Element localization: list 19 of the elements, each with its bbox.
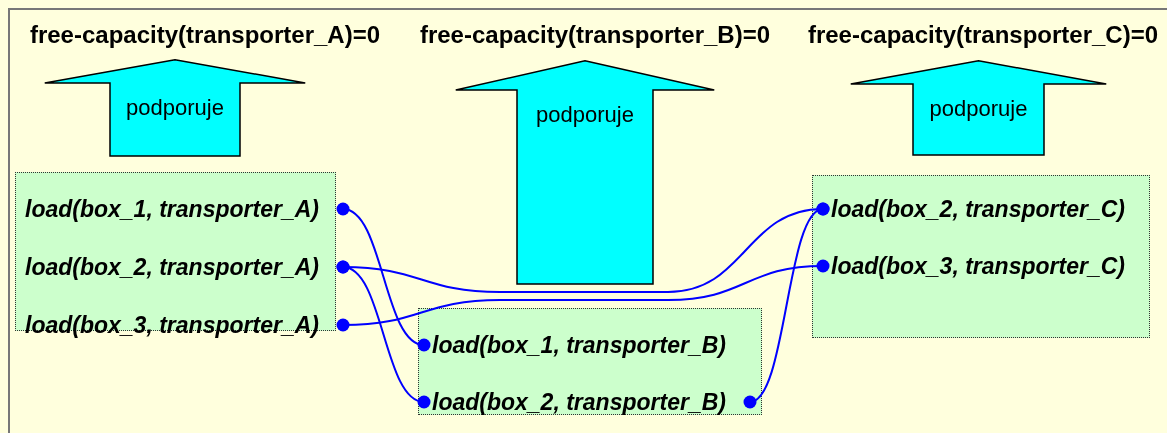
- predicate-text: load(box_2, transporter_B): [424, 390, 750, 414]
- predicate-text: load(box_3, transporter_A): [17, 313, 343, 337]
- connector-line: [743, 202, 830, 409]
- heading: free-capacity(transporter_C)=0: [798, 22, 1167, 48]
- heading: free-capacity(transporter_A)=0: [20, 22, 390, 48]
- block-arrow: podporuje: [44, 59, 306, 157]
- connector-line: [336, 202, 431, 352]
- predicate-text: load(box_3, transporter_C): [823, 254, 1149, 278]
- predicate-text: load(box_2, transporter_A): [17, 255, 343, 279]
- predicate-text: load(box_2, transporter_C): [823, 197, 1149, 221]
- connector-line: [336, 260, 431, 409]
- block-arrow: podporuje: [455, 60, 715, 285]
- heading: free-capacity(transporter_B)=0: [410, 22, 780, 48]
- connector-line: [336, 259, 830, 332]
- block-arrow: podporuje: [850, 60, 1107, 156]
- predicate-text: load(box_1, transporter_A): [17, 197, 343, 221]
- predicate-text: load(box_1, transporter_B): [424, 333, 750, 357]
- group-box: [418, 308, 762, 415]
- group-box: [812, 175, 1150, 338]
